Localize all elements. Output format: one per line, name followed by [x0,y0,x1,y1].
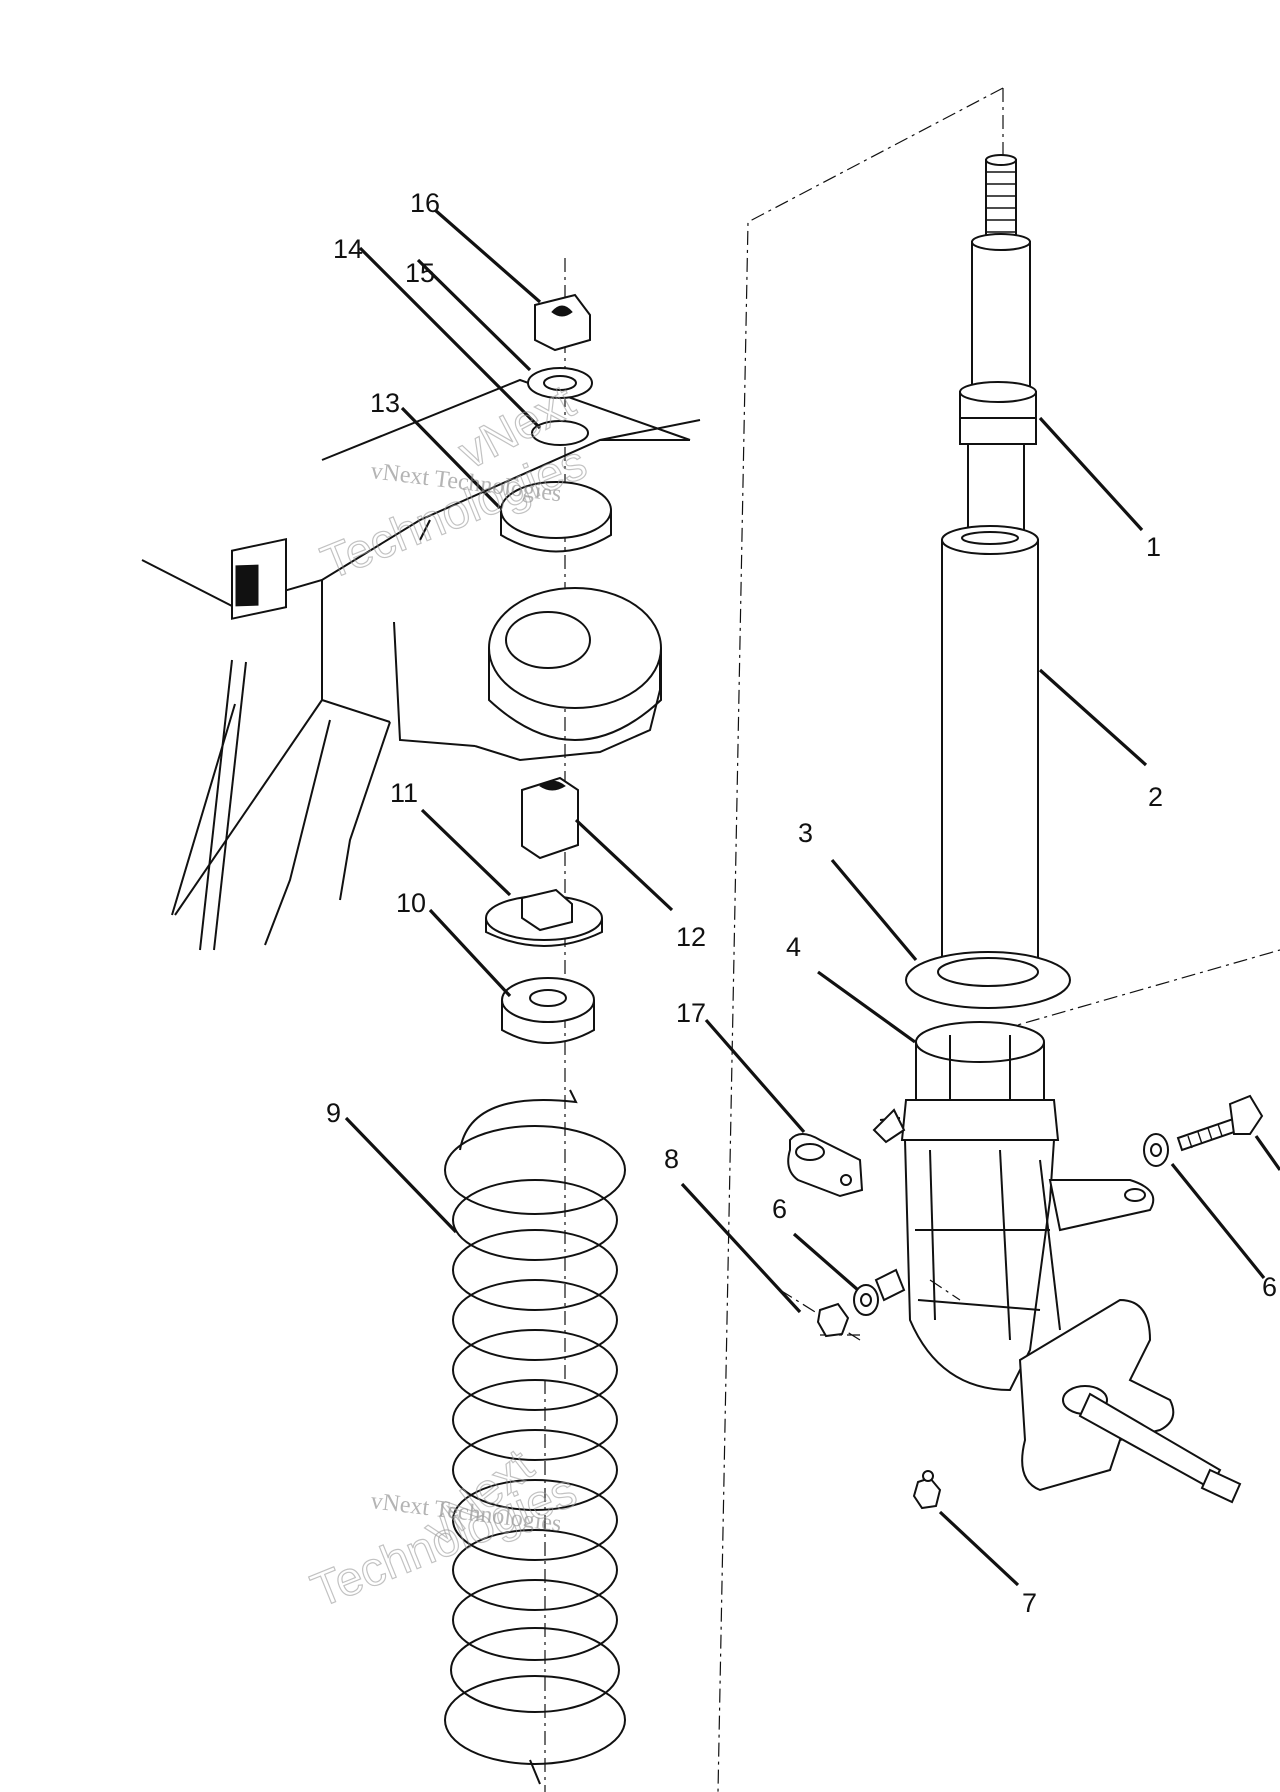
part-label-10: 10 [396,888,426,918]
part-label-13: 13 [370,388,400,418]
part-label-11: 11 [390,778,418,808]
part-label-9: 9 [326,1098,341,1128]
part-label-1: 1 [1146,532,1161,562]
assembly-lines [544,87,1280,1792]
coil-spring [444,1089,626,1785]
part-label-6-left: 6 [772,1194,787,1224]
upper-mount-stack [485,293,612,1044]
part-label-17: 17 [676,998,706,1028]
watermark-tech-bottom: Technologies [304,1464,584,1618]
leader-lines [344,208,1280,1587]
shock-absorber [905,154,1071,1009]
part-label-2: 2 [1148,782,1163,812]
part-label-6-right: 6 [1262,1272,1277,1302]
part-labels: 16 15 14 13 1 2 3 4 11 12 10 9 17 8 6 6 … [326,188,1277,1618]
part-label-3: 3 [798,818,813,848]
part-label-14: 14 [333,234,363,264]
part-label-4: 4 [786,932,801,962]
frame-bracket [141,378,701,951]
small-hardware [787,1094,1264,1510]
part-label-12: 12 [676,922,706,952]
part-label-8: 8 [664,1144,679,1174]
part-label-7: 7 [1022,1588,1037,1618]
part-label-15: 15 [405,258,435,288]
strut-housing [872,1021,1242,1504]
part-label-16: 16 [410,188,440,218]
